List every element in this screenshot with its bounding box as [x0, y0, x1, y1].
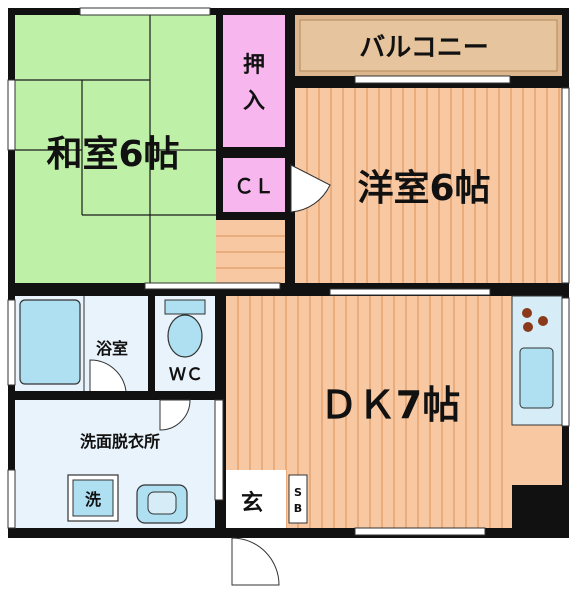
oshiire-closet: 押 入 [223, 15, 285, 147]
dk-label: ＤＫ7帖 [320, 383, 460, 427]
bathroom: 浴室 [15, 296, 148, 392]
oshiire-label-bottom: 入 [243, 89, 265, 114]
wc-door-swing [159, 399, 191, 431]
toilet-bowl [167, 314, 203, 358]
balcony: バルコニー [295, 15, 562, 76]
kitchen-sink [519, 347, 554, 409]
wc-label: ＷＣ [169, 365, 203, 385]
washitsu-label: 和室6帖 [46, 134, 179, 175]
cl-closet: ＣＬ [223, 158, 285, 212]
entrance-door-swing [231, 537, 280, 586]
closet-label: ＣＬ [234, 174, 274, 198]
genkan: 玄 S B [226, 470, 308, 528]
door-swings [214, 164, 331, 586]
genkan-label: 玄 [241, 490, 263, 516]
oshiire-label-top: 押 [243, 52, 265, 78]
shoebox-label-bottom: B [294, 502, 302, 515]
senmen-label: 洗面脱衣所 [80, 432, 160, 451]
kitchen-counter [511, 295, 563, 426]
youshitsu-label: 洋室6帖 [357, 168, 490, 209]
wc-room: ＷＣ [155, 296, 215, 391]
washer-label: 洗 [85, 490, 101, 509]
bathtub [19, 299, 81, 385]
bath-door-swing [89, 359, 127, 392]
stove-burner [522, 308, 532, 318]
washroom: 洗面脱衣所 洗 [15, 399, 215, 528]
bath-label: 浴室 [96, 339, 128, 358]
stove-burner [538, 316, 548, 326]
balcony-label: バルコニー [359, 33, 488, 63]
shoe-box [288, 474, 308, 524]
windows [7, 7, 570, 536]
shoebox-label-top: S [294, 486, 302, 499]
stove-burner [523, 322, 533, 332]
closet-door-swing [290, 164, 331, 213]
youshitsu-room: 洋室6帖 [295, 88, 562, 283]
washitsu-room: 和室6帖 [15, 15, 216, 283]
